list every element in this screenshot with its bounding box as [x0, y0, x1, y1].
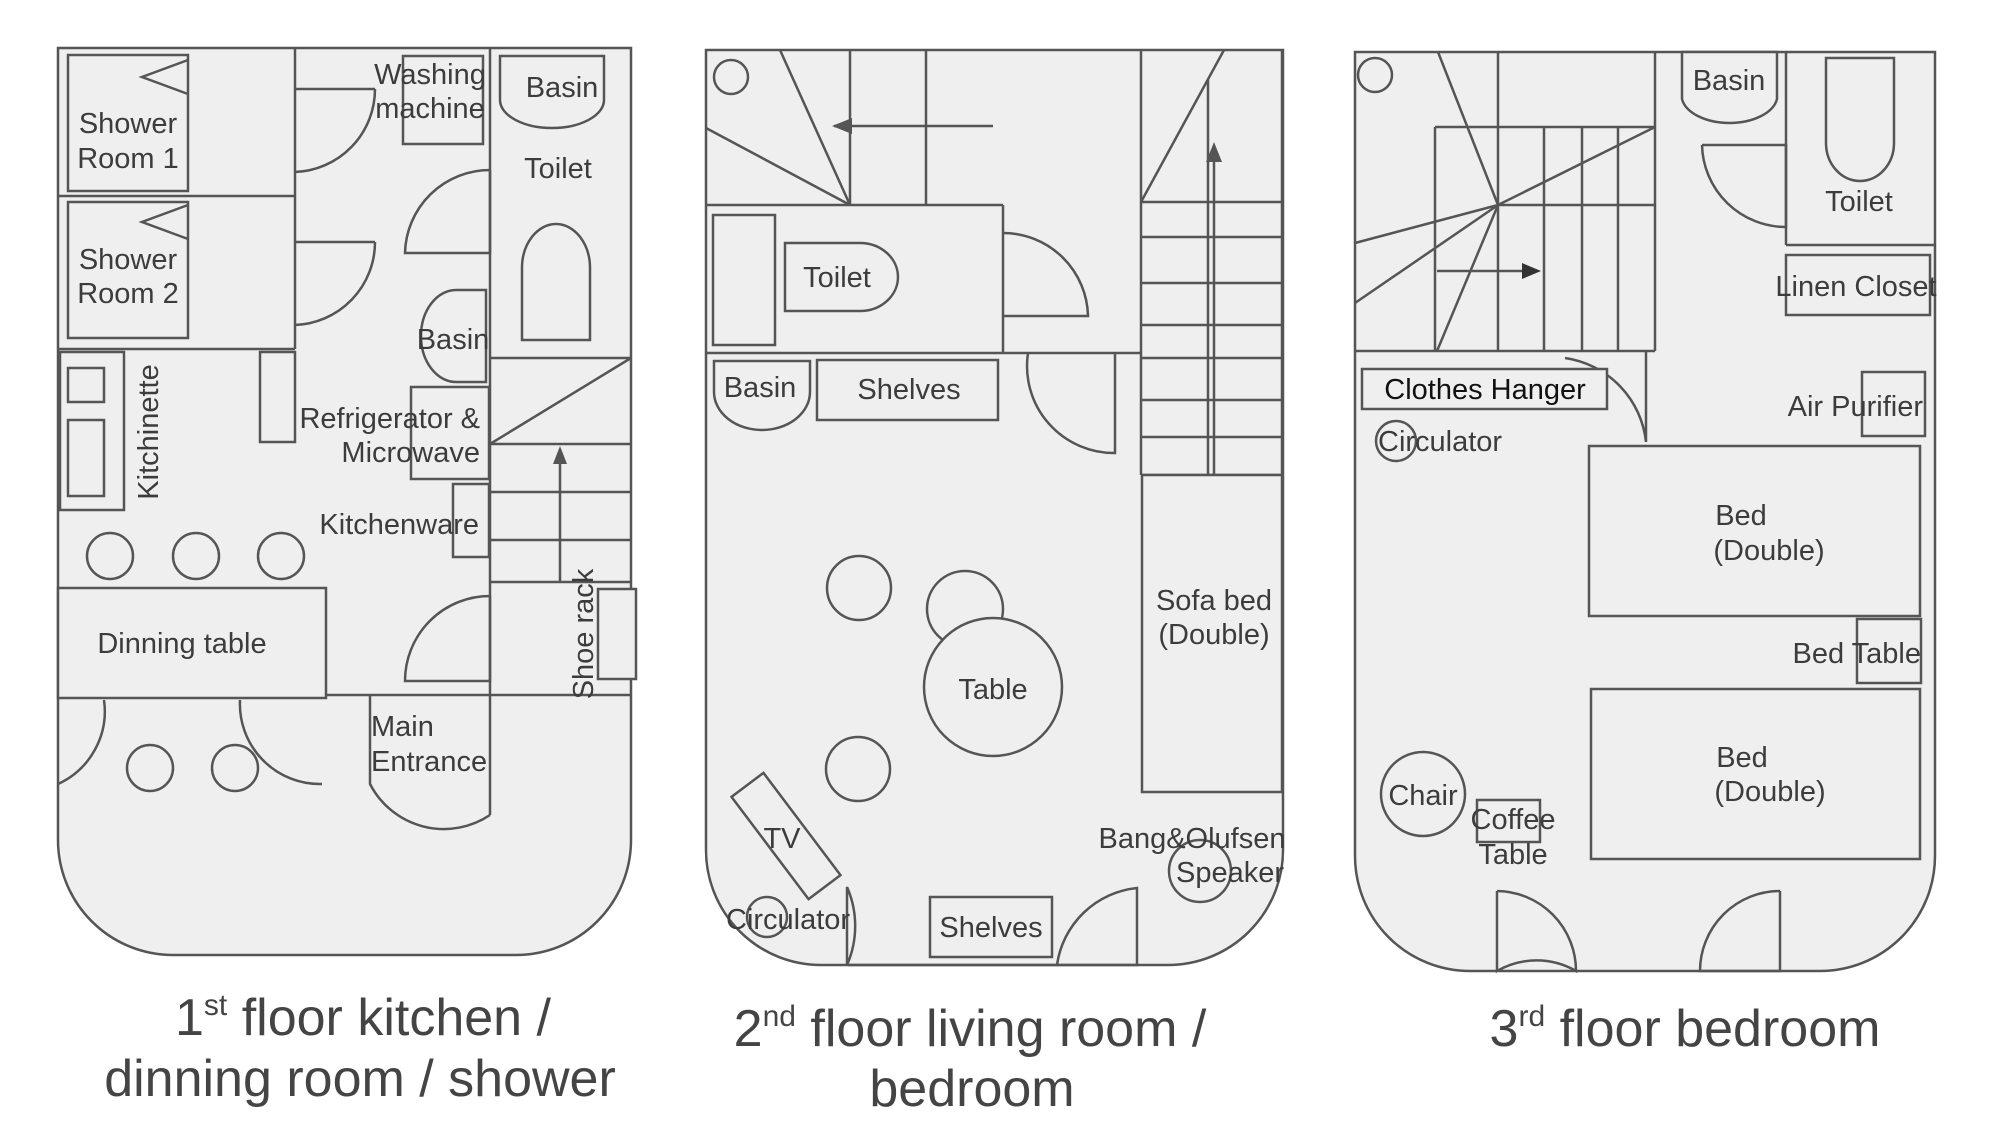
label-shelves: Shelves	[939, 912, 1042, 944]
linen-closet	[1784, 253, 1932, 317]
stool	[256, 531, 306, 581]
chair	[1379, 750, 1467, 838]
label-toilet: Toilet	[803, 262, 871, 294]
shelves-top	[815, 358, 1000, 422]
caption-floor2: 2nd floor living room /	[734, 1000, 1207, 1058]
speaker	[1167, 838, 1233, 904]
coffee-table	[1475, 798, 1542, 844]
label-basin: Basin	[417, 324, 490, 356]
label-shower-room-1: Shower	[79, 108, 178, 140]
floor3-plan: Basin Toilet Linen Closet Clothes Hanger…	[1353, 50, 1937, 1058]
refrigerator-microwave	[409, 385, 491, 481]
dinning-table	[56, 586, 328, 700]
toilet-2	[783, 241, 900, 313]
label-basin: Basin	[1693, 65, 1766, 97]
label-bed: Bed	[1715, 500, 1767, 532]
toilet-1	[520, 222, 592, 342]
basin-2	[712, 359, 812, 432]
clothes-hanger	[1360, 367, 1609, 411]
label-shower-room-2: Room 2	[77, 278, 179, 310]
label-sofa-bed: Sofa bed	[1156, 585, 1272, 617]
label-air-purifier: Air Purifier	[1788, 391, 1924, 423]
label-circulator: Circulator	[1378, 426, 1502, 458]
shoe-rack	[596, 587, 638, 681]
circulator	[745, 895, 789, 939]
label-bed: Bed	[1716, 742, 1768, 774]
floor1-plan: Shower Room 1 Shower Room 2 Washing mach…	[56, 46, 638, 1108]
label-circulator: Circulator	[726, 904, 850, 936]
label-table: Table	[958, 674, 1027, 706]
washing-machine	[401, 54, 485, 146]
caption-floor1: 1st floor kitchen /	[175, 989, 552, 1047]
label-kitchinette: Kitchinette	[133, 364, 165, 499]
label-basin: Basin	[526, 72, 599, 104]
bed-2	[1589, 687, 1922, 861]
floor2-plan: Toilet Basin Shelves Table Sofa bed (Dou…	[704, 48, 1286, 1118]
tv	[729, 771, 843, 901]
shelves-bottom	[928, 895, 1054, 959]
label-coffee-table: Coffee	[1471, 804, 1556, 836]
floor1-outline	[56, 46, 633, 957]
caption-floor1: dinning room / shower	[104, 1050, 616, 1108]
label-main-entrance: Entrance	[371, 746, 487, 778]
label-toilet: Toilet	[524, 153, 592, 185]
label-refrigerator-microwave: Microwave	[341, 437, 480, 469]
label-washing-machine: machine	[375, 93, 485, 125]
label-clothes-hanger: Clothes Hanger	[1384, 374, 1586, 406]
label-shoe-rack: Shoe rack	[568, 568, 600, 699]
stool	[85, 531, 135, 581]
cabinet	[711, 213, 777, 347]
basin-3	[1680, 50, 1779, 125]
caption-floor2: bedroom	[869, 1060, 1074, 1118]
circulator	[1374, 419, 1418, 463]
label-bed: (Double)	[1713, 535, 1824, 567]
label-refrigerator-microwave: Refrigerator &	[299, 403, 480, 435]
label-speaker: Speaker	[1176, 857, 1284, 889]
coffee-table	[922, 616, 1064, 758]
bed-table	[1855, 617, 1923, 685]
basin-mid	[419, 288, 488, 384]
label-bed-table: Bed Table	[1793, 638, 1921, 670]
label-shower-room-1: Room 1	[77, 143, 179, 175]
bed-1	[1587, 444, 1922, 618]
sofa-bed	[1140, 473, 1284, 794]
stool	[171, 531, 221, 581]
label-sofa-bed: (Double)	[1158, 619, 1269, 651]
label-chair: Chair	[1388, 780, 1458, 812]
chair	[824, 735, 892, 803]
label-coffee-table: Table	[1478, 839, 1547, 871]
toilet-3	[1824, 56, 1896, 183]
label-washing-machine: Washing	[374, 59, 486, 91]
label-main-entrance: Main	[371, 711, 434, 743]
caption-floor3: 3rd floor bedroom	[1490, 1000, 1881, 1058]
label-toilet: Toilet	[1825, 186, 1893, 218]
label-basin: Basin	[724, 372, 797, 404]
label-bed: (Double)	[1714, 776, 1825, 808]
chair	[825, 554, 893, 622]
label-dinning-table: Dinning table	[97, 628, 266, 660]
label-kitchenware: Kitchenware	[319, 509, 479, 541]
label-tv: TV	[763, 823, 801, 855]
label-shelves: Shelves	[857, 374, 960, 406]
label-speaker: Bang&Olufsen	[1098, 823, 1285, 855]
label-shower-room-2: Shower	[79, 244, 178, 276]
shower-room-1	[66, 53, 190, 193]
stool	[125, 743, 175, 793]
stool	[210, 743, 260, 793]
kitchenware-shelf	[451, 482, 491, 559]
air-purifier	[1860, 370, 1927, 438]
label-linen-closet: Linen Closet	[1775, 271, 1936, 303]
shower-room-2	[66, 200, 190, 340]
basin-top	[498, 54, 606, 130]
